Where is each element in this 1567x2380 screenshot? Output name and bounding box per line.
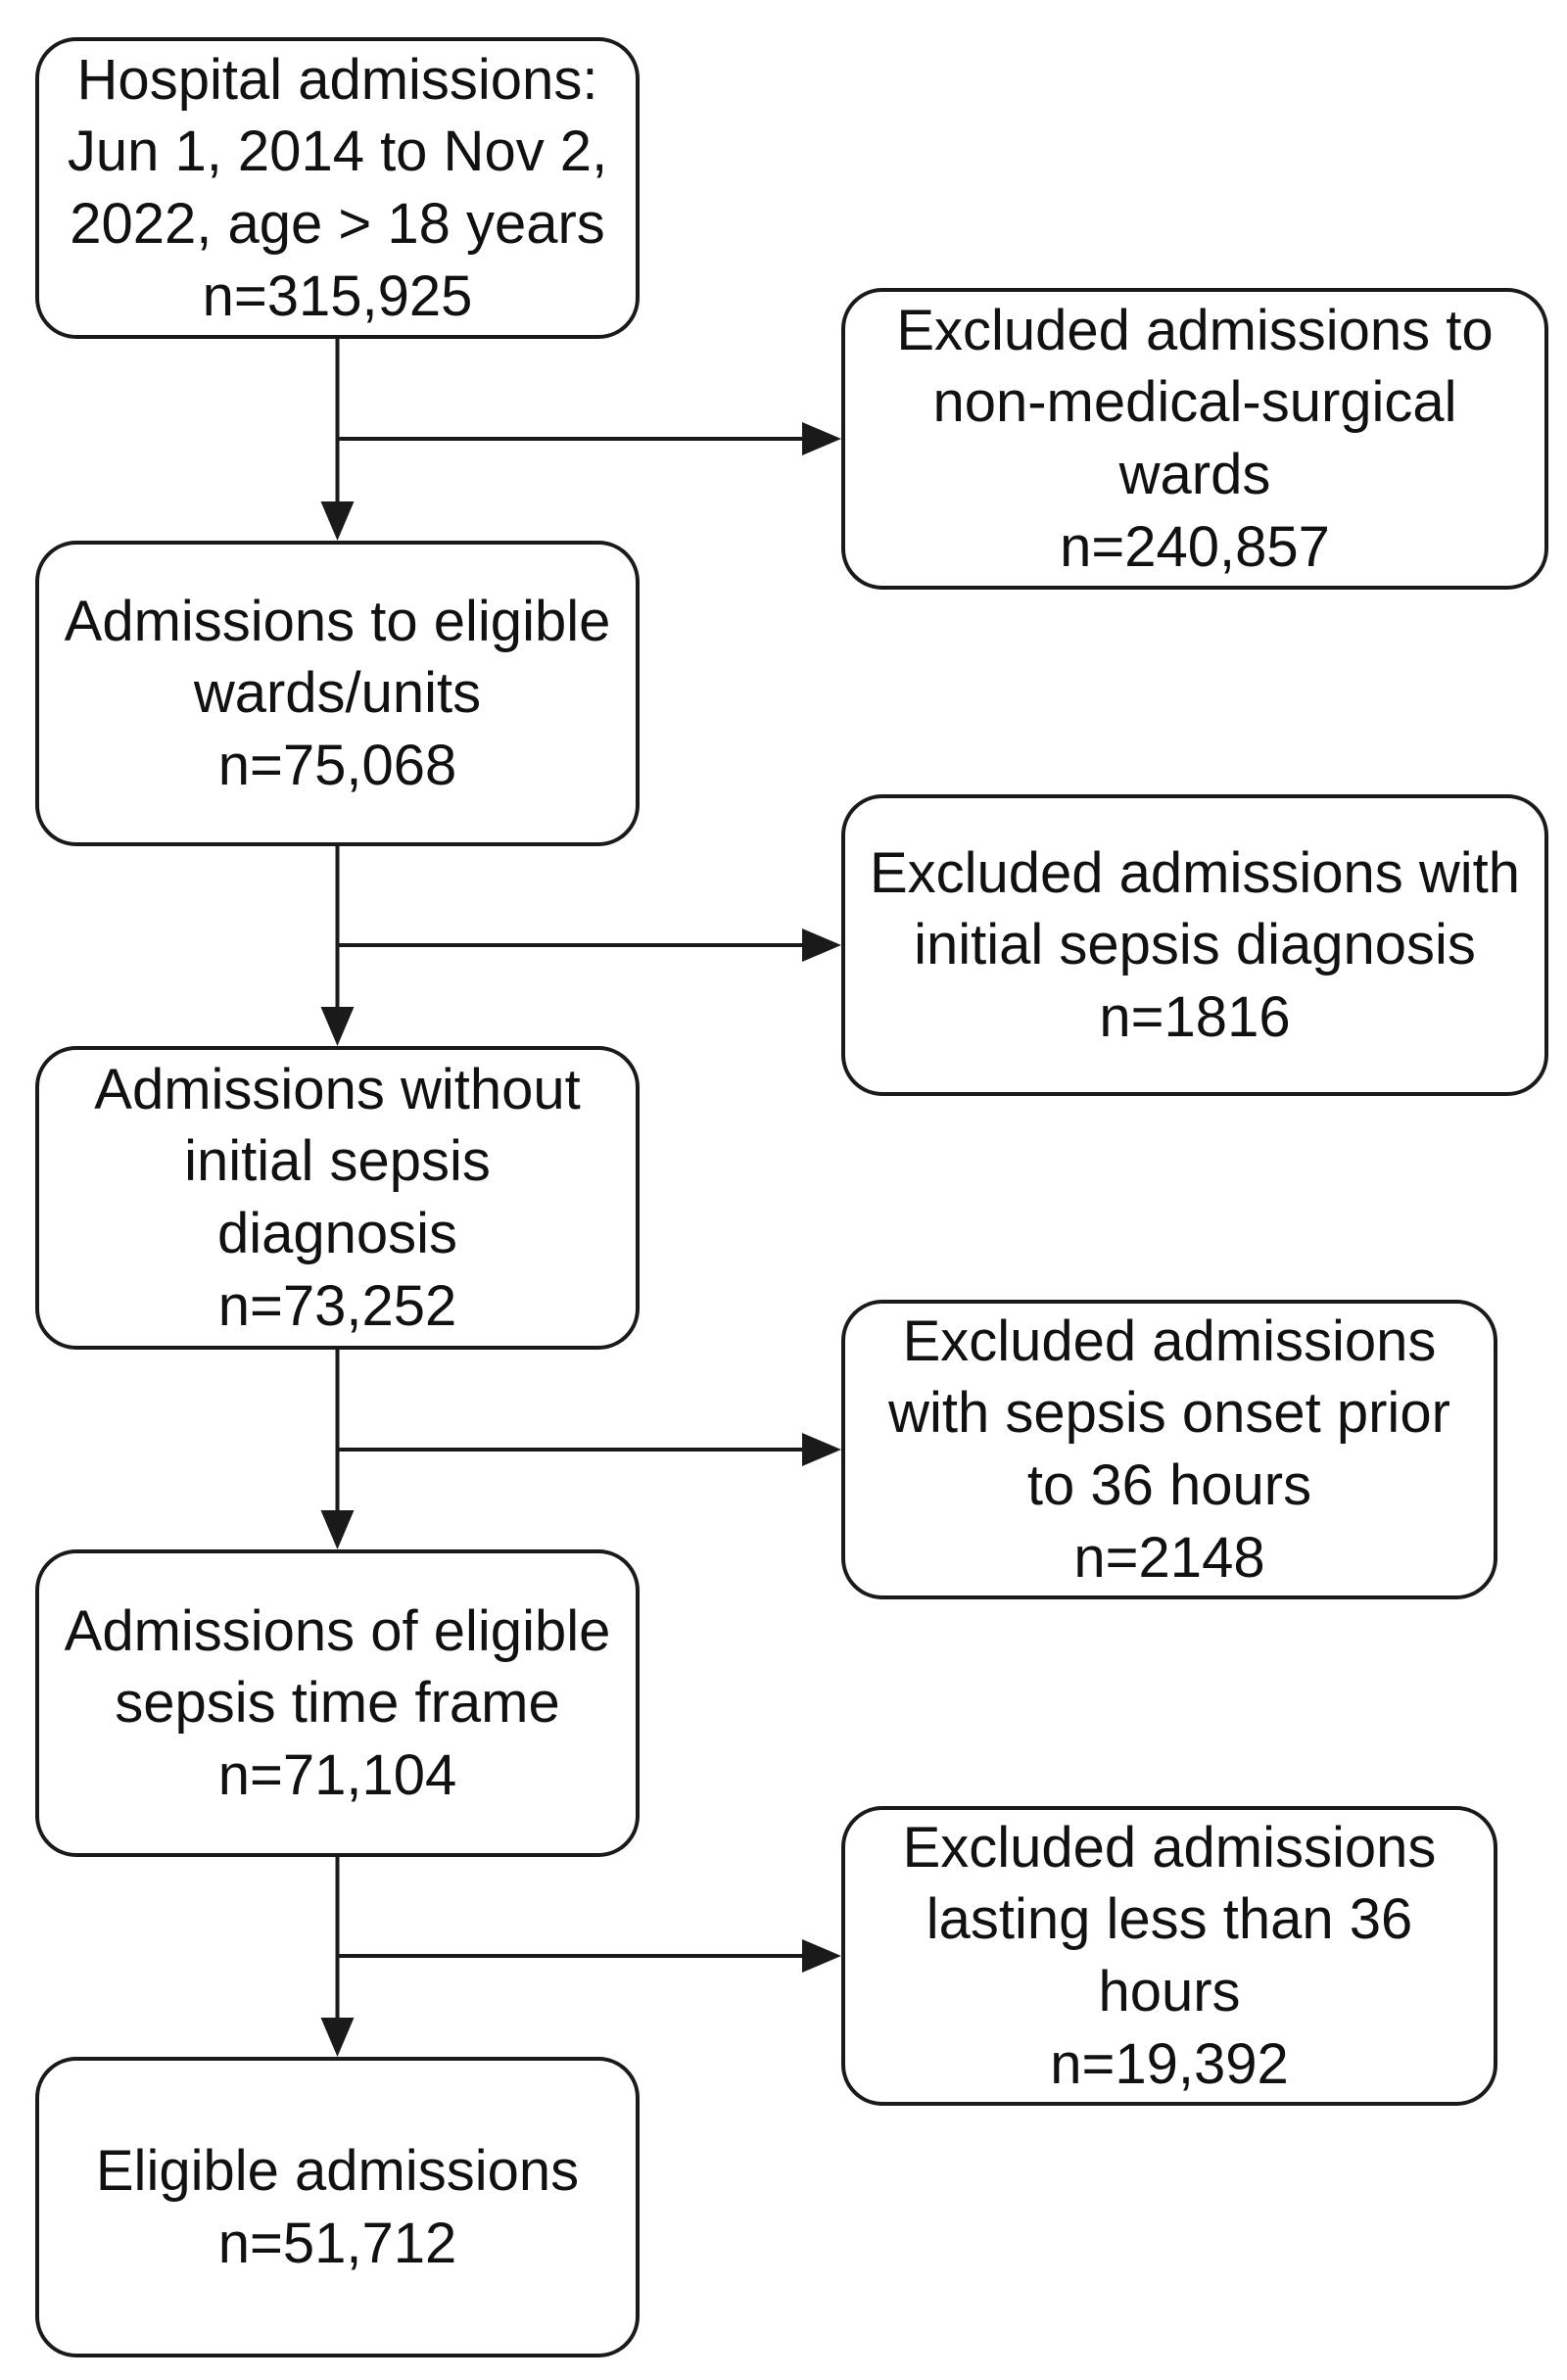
exclusion-box-initial-sepsis: Excluded admissions with initial sepsis … <box>841 794 1548 1096</box>
exclusion-text-line: Excluded admissions to <box>896 298 1494 362</box>
right-arrow-icon <box>802 1939 841 1973</box>
exclusion-text-line: initial sepsis diagnosis <box>914 913 1476 977</box>
exclusion-text-line: Excluded admissions <box>902 1309 1437 1373</box>
exclusion-count: n=1816 <box>1099 984 1291 1049</box>
step-text-line: Hospital admissions: <box>76 47 598 112</box>
step-text-line: wards/units <box>193 661 482 726</box>
exclusion-text-line: lasting less than 36 <box>926 1887 1413 1952</box>
down-arrow-icon <box>320 501 355 541</box>
right-arrow-icon <box>802 1433 841 1466</box>
exclusion-count: n=19,392 <box>1050 2031 1289 2096</box>
step-count: n=315,925 <box>202 263 473 328</box>
exclusion-text-line: with sepsis onset prior <box>888 1381 1450 1446</box>
exclusion-text-line: wards <box>1118 443 1271 506</box>
exclusion-text-line: Excluded admissions with <box>869 840 1521 905</box>
down-arrow-icon <box>320 1007 355 1046</box>
step-count: n=75,068 <box>217 733 457 797</box>
right-arrow-icon <box>802 422 841 455</box>
step-text-line: initial sepsis <box>184 1129 491 1194</box>
step-count: n=71,104 <box>217 1742 457 1807</box>
step-text-line: Admissions to eligible <box>64 589 611 653</box>
exclusion-text-line: to 36 hours <box>1026 1453 1312 1517</box>
step-box-eligible-time-frame: Admissions of eligible sepsis time frame… <box>35 1549 640 1857</box>
step-box-eligible-admissions: Eligible admissions n=51,712 <box>35 2057 640 2357</box>
step-text-line: 2022, age > 18 years <box>70 192 605 256</box>
step-count: n=51,712 <box>217 2211 457 2275</box>
step-box-without-initial-sepsis: Admissions without initial sepsis diagno… <box>35 1046 640 1350</box>
exclusion-count: n=240,857 <box>1060 514 1330 579</box>
exclusion-count: n=2148 <box>1073 1525 1265 1590</box>
down-arrow-icon <box>320 2018 355 2057</box>
connector-layer <box>320 339 841 2057</box>
exclusion-text-line: Excluded admissions <box>902 1815 1437 1880</box>
down-arrow-icon <box>320 1510 355 1549</box>
step-count: n=73,252 <box>217 1273 457 1338</box>
exclusion-box-non-medical-surgical: Excluded admissions to non-medical-surgi… <box>841 288 1548 590</box>
exclusion-box-sepsis-onset-prior: Excluded admissions with sepsis onset pr… <box>841 1300 1497 1599</box>
step-box-eligible-wards: Admissions to eligible wards/units n=75,… <box>35 541 640 846</box>
step-box-hospital-admissions: Hospital admissions: Jun 1, 2014 to Nov … <box>35 37 640 339</box>
step-text-line: sepsis time frame <box>115 1671 560 1736</box>
step-text-line: Eligible admissions <box>95 2138 580 2203</box>
exclusion-text-line: non-medical-surgical <box>932 370 1457 435</box>
step-text-line: Jun 1, 2014 to Nov 2, <box>67 119 608 184</box>
exclusion-text-line: hours <box>1098 1960 1241 2023</box>
step-text-line: Admissions without <box>94 1057 581 1121</box>
step-text-line: Admissions of eligible <box>64 1598 611 1663</box>
exclusion-box-short-stay: Excluded admissions lasting less than 36… <box>841 1806 1497 2106</box>
right-arrow-icon <box>802 928 841 962</box>
step-text-line: diagnosis <box>216 1202 458 1265</box>
